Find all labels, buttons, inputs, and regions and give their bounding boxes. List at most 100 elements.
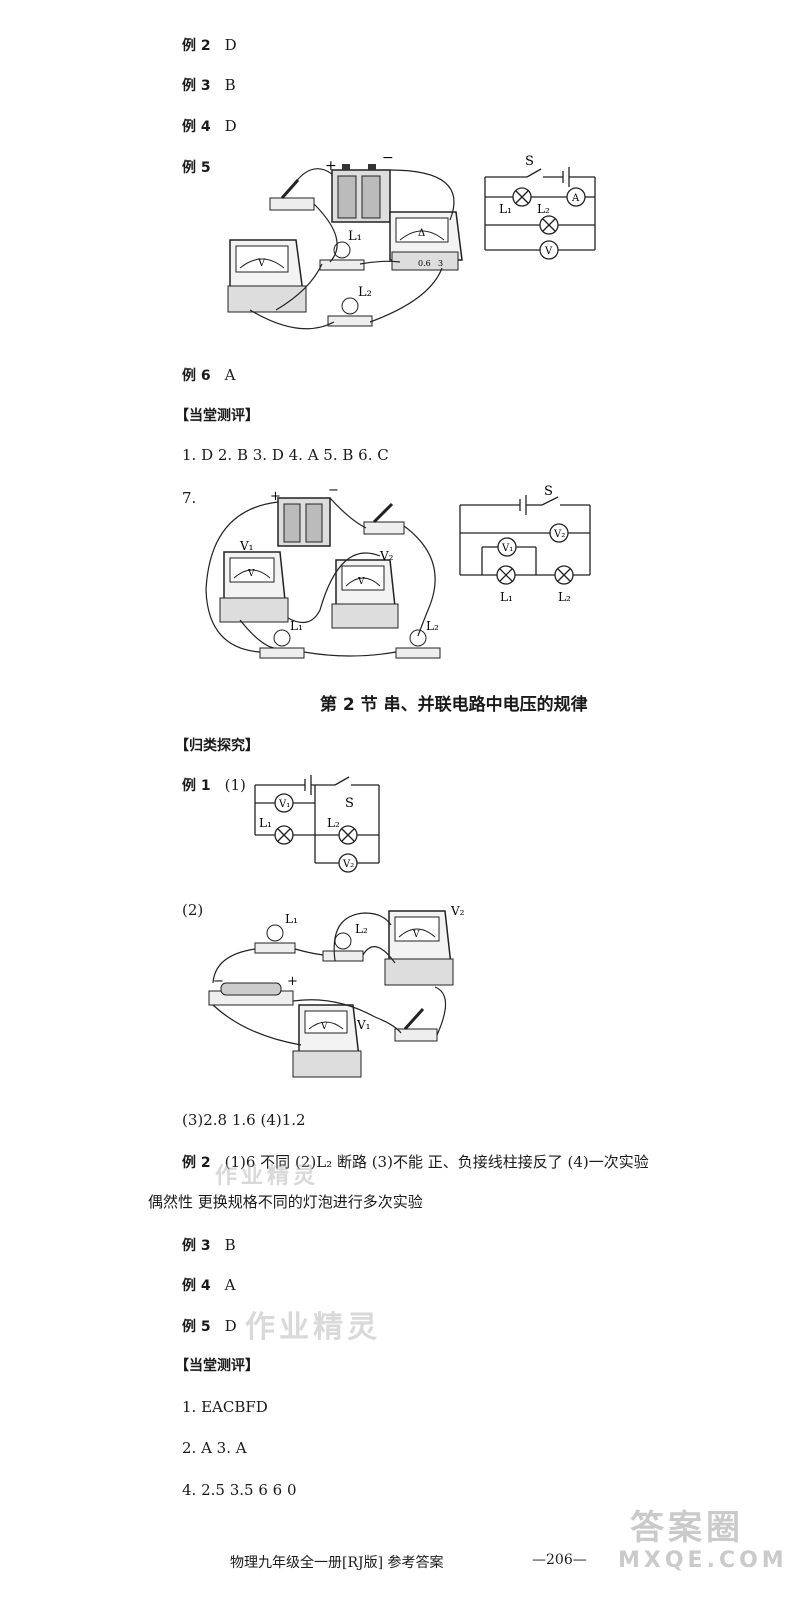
test-1-answers: 1. D 2. B 3. D 4. A 5. B 6. C bbox=[182, 446, 389, 464]
ammeter-icon bbox=[389, 211, 463, 271]
l1-label: L₁ bbox=[499, 202, 512, 216]
battery-plus: + bbox=[287, 974, 298, 989]
switch-label: S bbox=[544, 484, 553, 499]
watermark-1: 作业精灵 bbox=[215, 1164, 320, 1189]
ammeter-scale: 0.6 bbox=[418, 259, 431, 268]
heading-test-1: 【当堂测评】 bbox=[175, 408, 259, 424]
bulb-l2-label: L₂ bbox=[358, 285, 372, 300]
v1-label: V₁ bbox=[501, 543, 513, 554]
bulb-l1-icon bbox=[254, 924, 296, 954]
example-6: 例 6 A bbox=[182, 365, 235, 386]
v2-label: V₂ bbox=[450, 904, 465, 918]
knife-switch-icon bbox=[394, 1007, 438, 1042]
knife-switch-icon bbox=[269, 179, 315, 211]
watermark-2: 作业精灵 bbox=[245, 1310, 381, 1345]
example-1-part-2: (2) bbox=[182, 901, 204, 919]
voltmeter-v1-icon bbox=[292, 1004, 362, 1078]
example-3: 例 3 B bbox=[182, 75, 236, 96]
footer-page-number: —206— bbox=[532, 1552, 587, 1568]
example-answer: A bbox=[224, 366, 236, 384]
switch-label: S bbox=[345, 796, 354, 811]
bulb-l1-icon bbox=[259, 629, 305, 659]
v1-meter-symbol: V bbox=[320, 1022, 328, 1032]
connecting-wires bbox=[205, 497, 436, 657]
q7-label: 7. bbox=[182, 489, 197, 507]
voltmeter-v2-icon bbox=[384, 910, 454, 986]
battery-minus: − bbox=[213, 974, 224, 989]
watermark-logo: 答案圈 bbox=[630, 1508, 744, 1548]
l1-label: L₁ bbox=[259, 816, 272, 830]
example-4-b: 例 4 A bbox=[182, 1275, 235, 1296]
example-label: 例 2 bbox=[182, 1155, 211, 1171]
example-label: 例 5 bbox=[182, 160, 211, 176]
example-1: 例 1 (1) bbox=[182, 775, 246, 796]
footer-book-title: 物理九年级全一册[RJ版] 参考答案 bbox=[230, 1555, 444, 1571]
example-answer-line-1: (1)6 不同 (2)L₂ 断路 (3)不能 正、负接线柱接反了 (4)一次实验 bbox=[224, 1153, 649, 1171]
bulb-l1-label: L₁ bbox=[348, 229, 362, 244]
l2-label: L₂ bbox=[558, 590, 571, 604]
battery-icon bbox=[277, 497, 331, 547]
battery-plus: + bbox=[325, 158, 337, 174]
bulb-l2-icon bbox=[327, 297, 373, 327]
battery-plus: + bbox=[270, 489, 281, 504]
connecting-wires bbox=[212, 912, 447, 1046]
ex1-schematic: S V₁ V₂ L₁ L₂ bbox=[254, 775, 380, 873]
ex1-physical-circuit: L₁ L₂ V₂ V − + V₁ V bbox=[208, 904, 465, 1078]
test-2-line-1: 1. EACBFD bbox=[182, 1398, 268, 1416]
bulb-l2-icon bbox=[322, 932, 364, 962]
l2-label: L₂ bbox=[327, 816, 340, 830]
ex5-physical-circuit: + − Δ 0.6 3 V L₁ L₂ bbox=[227, 150, 463, 330]
l1-label: L₁ bbox=[285, 912, 298, 926]
example-answer: A bbox=[224, 1276, 236, 1294]
example-part-1: (1) bbox=[224, 776, 246, 794]
l2-label: L₂ bbox=[426, 619, 439, 633]
example-label: 例 6 bbox=[182, 368, 211, 384]
example-2-b-line-2: 偶然性 更换规格不同的灯泡进行多次实验 bbox=[148, 1193, 423, 1211]
connecting-wires bbox=[249, 168, 455, 330]
v2-label: V₂ bbox=[553, 529, 565, 540]
example-label: 例 2 bbox=[182, 38, 211, 54]
v2-label: V₂ bbox=[379, 549, 394, 563]
heading-test-2: 【当堂测评】 bbox=[175, 1358, 259, 1374]
battery-holder-icon bbox=[208, 982, 294, 1006]
example-answer: B bbox=[224, 76, 236, 94]
example-label: 例 3 bbox=[182, 1238, 211, 1254]
example-label: 例 1 bbox=[182, 778, 211, 794]
example-4: 例 4 D bbox=[182, 116, 237, 137]
test-2-line-2: 2. A 3. A bbox=[182, 1439, 247, 1457]
voltmeter-label: V bbox=[544, 246, 553, 257]
ammeter-symbol: Δ bbox=[418, 228, 425, 239]
example-3-b: 例 3 B bbox=[182, 1235, 236, 1256]
example-label: 例 4 bbox=[182, 119, 211, 135]
heading-explore: 【归类探究】 bbox=[175, 738, 259, 754]
battery-minus: − bbox=[328, 483, 339, 498]
bulb-l1-icon bbox=[319, 241, 365, 271]
example-label: 例 5 bbox=[182, 1319, 211, 1335]
bulb-l2-icon bbox=[395, 629, 441, 659]
battery-minus: − bbox=[382, 150, 394, 166]
ammeter-label: A bbox=[571, 193, 580, 204]
example-1-parts-3-4: (3)2.8 1.6 (4)1.2 bbox=[182, 1111, 306, 1129]
example-answer: D bbox=[224, 117, 237, 135]
voltmeter-symbol: V bbox=[257, 258, 266, 269]
v2-label: V₂ bbox=[342, 859, 354, 870]
v2-meter-symbol: V bbox=[357, 577, 365, 587]
l2-label: L₂ bbox=[537, 202, 550, 216]
example-label: 例 4 bbox=[182, 1278, 211, 1294]
example-5-b: 例 5 D bbox=[182, 1316, 237, 1337]
knife-switch-icon bbox=[363, 502, 405, 535]
section-title: 第 2 节 串、并联电路中电压的规律 bbox=[320, 695, 588, 715]
example-2-b: 例 2 (1)6 不同 (2)L₂ 断路 (3)不能 正、负接线柱接反了 (4)一… bbox=[182, 1152, 649, 1173]
l1-label: L₁ bbox=[500, 590, 513, 604]
v1-label: V₁ bbox=[239, 539, 253, 553]
voltmeter-icon bbox=[227, 239, 307, 313]
v1-meter-symbol: V bbox=[247, 569, 255, 579]
watermark-url: MXQE.COM bbox=[618, 1548, 788, 1573]
example-answer: D bbox=[224, 1317, 237, 1335]
q7-schematic: S V₂ V₁ L₁ L₂ bbox=[459, 484, 591, 604]
example-label: 例 3 bbox=[182, 78, 211, 94]
voltmeter-v1-icon bbox=[219, 551, 289, 623]
example-answer: B bbox=[224, 1236, 236, 1254]
l2-label: L₂ bbox=[355, 922, 368, 936]
